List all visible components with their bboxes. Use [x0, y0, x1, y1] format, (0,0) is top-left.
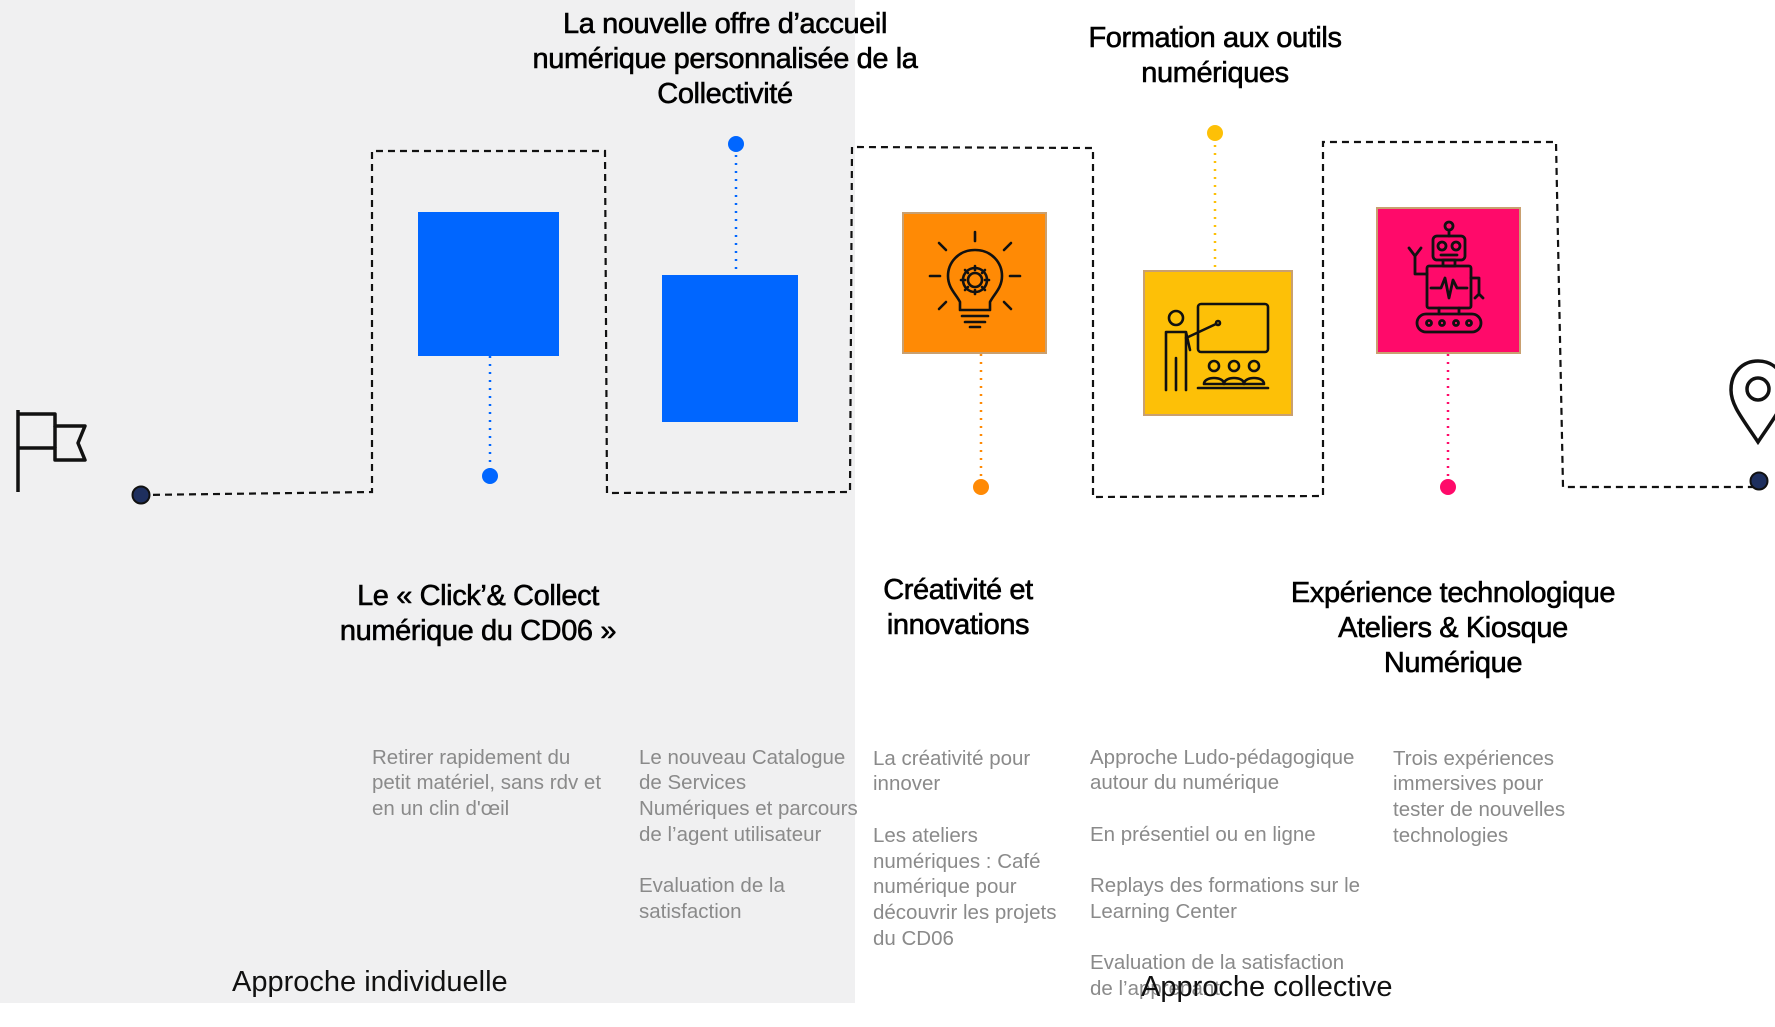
- click-collect-square: [418, 212, 559, 356]
- robot-icon: [1407, 220, 1484, 333]
- desc-line: Replays des formations sur le Learning C…: [1090, 874, 1361, 923]
- title-click-collect: Le « Click’& Collect numérique du CD06 »: [339, 580, 617, 648]
- offre-square: [662, 275, 798, 422]
- desc-formation: Approche Ludo-pédagogique autour du numé…: [1090, 719, 1370, 1027]
- desc-line: Retirer rapidement du petit matériel, sa…: [372, 745, 602, 821]
- desc-offre: Le nouveau Catalogue de Services Numériq…: [639, 719, 859, 950]
- title-offre: La nouvelle offre d’accueil numérique pe…: [532, 8, 918, 111]
- desc-line: Le nouveau Catalogue de Services Numériq…: [639, 745, 858, 846]
- lightbulb-gear-icon: [928, 230, 1021, 329]
- flag-icon: [16, 410, 87, 492]
- experience-square: [1376, 207, 1521, 354]
- desc-line: Evaluation de la satisfaction: [639, 874, 785, 923]
- title-creativite: Créativité et innovations: [883, 574, 1034, 642]
- title-formation: Formation aux outils numériques: [1088, 22, 1342, 90]
- dot-click-collect: [482, 468, 498, 484]
- creativite-square: [902, 212, 1047, 354]
- desc-line: La créativité pour innover: [873, 746, 1031, 796]
- desc-experience: Trois expériences immersives pour tester…: [1393, 720, 1593, 874]
- desc-creativite: La créativité pour innover Les ateliers …: [873, 720, 1078, 977]
- desc-line: Trois expériences immersives pour tester…: [1393, 746, 1566, 847]
- desc-line: Les ateliers numériques : Café numérique…: [873, 823, 1057, 950]
- dot-formation: [1207, 125, 1223, 141]
- title-experience: Expérience technologique Ateliers & Kios…: [1290, 577, 1616, 680]
- dot-offre: [728, 136, 744, 152]
- end-dot: [1749, 471, 1769, 491]
- dot-creativite: [973, 479, 989, 495]
- location-pin-icon: [1729, 359, 1775, 446]
- desc-click-collect: Retirer rapidement du petit matériel, sa…: [372, 719, 602, 848]
- teacher-presentation-icon: [1164, 302, 1270, 392]
- timeline-path: [16, 125, 1775, 505]
- formation-square: [1143, 270, 1293, 416]
- desc-line: Evaluation de la satisfaction de l’appre…: [1090, 951, 1345, 1001]
- dot-experience: [1440, 479, 1456, 495]
- approach-collective: Approche collective: [1141, 971, 1393, 1003]
- desc-line: En présentiel ou en ligne: [1090, 822, 1316, 846]
- start-dot: [131, 485, 151, 505]
- desc-line: Approche Ludo-pédagogique autour du numé…: [1090, 745, 1355, 795]
- approach-individual: Approche individuelle: [232, 966, 508, 998]
